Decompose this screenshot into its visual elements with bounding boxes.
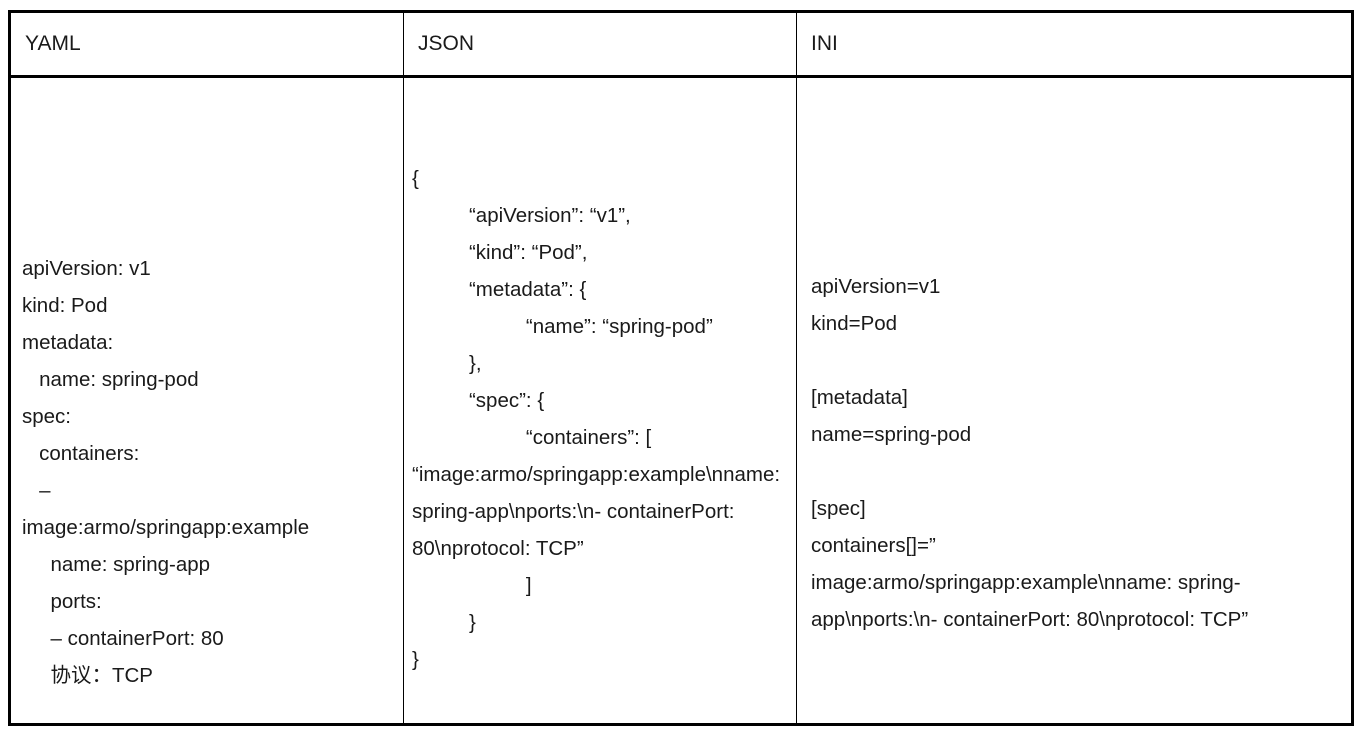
- column-header-yaml: YAML: [8, 10, 404, 78]
- header-row: YAML JSON INI: [8, 10, 1354, 78]
- table-body: apiVersion: v1 kind: Pod metadata: name:…: [8, 76, 1354, 726]
- yaml-code-block: apiVersion: v1 kind: Pod metadata: name:…: [22, 257, 310, 687]
- yaml-cell-inner: apiVersion: v1 kind: Pod metadata: name:…: [11, 78, 403, 723]
- column-header-ini: INI: [796, 10, 1354, 78]
- cell-json: { “apiVersion”: “v1”, “kind”: “Pod”, “me…: [403, 76, 797, 726]
- table-header: YAML JSON INI: [8, 10, 1354, 78]
- json-code-block: { “apiVersion”: “v1”, “kind”: “Pod”, “me…: [412, 167, 781, 671]
- cell-yaml: apiVersion: v1 kind: Pod metadata: name:…: [8, 76, 404, 726]
- table-row: apiVersion: v1 kind: Pod metadata: name:…: [8, 76, 1354, 726]
- ini-code-block: apiVersion=v1 kind=Pod [metadata] name=s…: [811, 275, 1249, 631]
- config-format-comparison-table: YAML JSON INI apiVersion: v1 kind: Pod m…: [8, 10, 1354, 726]
- json-cell-inner: { “apiVersion”: “v1”, “kind”: “Pod”, “me…: [404, 78, 796, 723]
- column-header-json: JSON: [403, 10, 797, 78]
- ini-cell-inner: apiVersion=v1 kind=Pod [metadata] name=s…: [797, 78, 1351, 723]
- cell-ini: apiVersion=v1 kind=Pod [metadata] name=s…: [796, 76, 1354, 726]
